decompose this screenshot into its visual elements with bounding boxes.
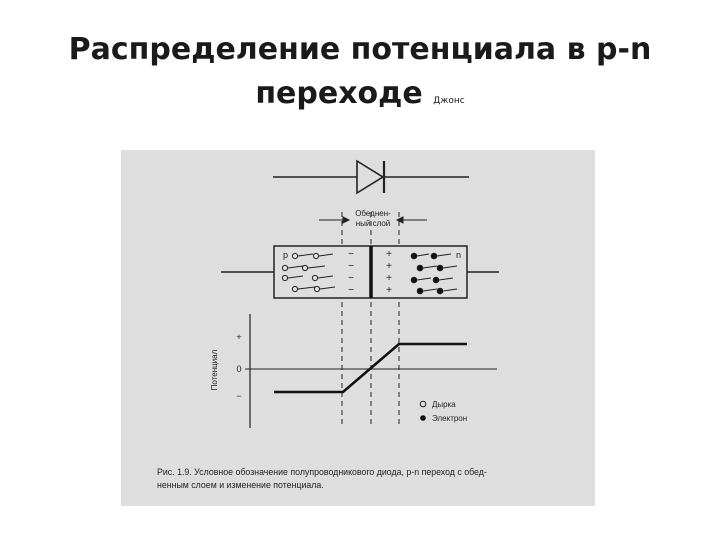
potential-curve: [274, 342, 467, 394]
title-line-2-text: переходе: [255, 76, 423, 111]
positive-charge: +: [386, 285, 392, 296]
diode-figure-svg: Обеднен- ный слой p n − − − − + +: [121, 150, 595, 506]
diode-anode-triangle: [356, 159, 385, 195]
diode-figure: Обеднен- ный слой p n − − − − + +: [121, 150, 595, 506]
figure-background: [121, 150, 595, 506]
hole-carrier: [313, 285, 336, 293]
axis-label: Потенциал: [210, 349, 219, 390]
depletion-label-line2: ный слой: [356, 219, 391, 228]
legend-hole-label: Дырка: [432, 400, 456, 409]
caption-line1: Рис. 1.9. Условное обозначение полупрово…: [157, 467, 487, 477]
holes: [281, 252, 336, 293]
diode-symbol: [273, 159, 469, 195]
hole-carrier: [291, 285, 316, 293]
axis-minus: −: [236, 391, 241, 401]
caption-line2: ненным слоем и изменение потенциала.: [157, 480, 324, 490]
negative-charge: −: [348, 285, 354, 296]
electron-carrier: [432, 276, 454, 284]
legend-electron-label: Электрон: [432, 414, 467, 423]
n-region-label: n: [456, 250, 461, 260]
electron-carrier: [416, 287, 438, 295]
title-note: Джонс: [433, 96, 465, 106]
positive-charge: +: [386, 261, 392, 272]
electron-carrier: [436, 287, 458, 295]
positive-charge: +: [386, 249, 392, 260]
negative-charge: −: [348, 261, 354, 272]
title-line-1: Распределение потенциала в p-n: [68, 32, 652, 67]
hole-carrier: [281, 264, 304, 272]
electron-carrier: [416, 264, 438, 272]
axis-plus: +: [236, 332, 241, 342]
electron-carrier: [410, 252, 430, 260]
slide-title: Распределение потенциала в p-n переходе …: [0, 28, 720, 123]
fixed-charges: − − − − + + + +: [348, 249, 392, 296]
depletion-label-line1: Обеднен-: [355, 209, 391, 218]
electron-carrier: [410, 276, 432, 284]
negative-charge: −: [348, 249, 354, 260]
hole-carrier: [301, 264, 326, 272]
hole-legend-icon: [419, 400, 427, 408]
positive-charge: +: [386, 273, 392, 284]
hole-carrier: [312, 252, 334, 260]
axis-zero: 0: [236, 364, 241, 374]
hole-carrier: [281, 274, 304, 282]
electron-legend-icon: [420, 415, 426, 421]
depletion-width-arrows: [319, 216, 427, 224]
electron-carrier: [430, 252, 452, 260]
p-region-label: p: [283, 250, 288, 260]
hole-carrier: [291, 252, 314, 260]
electrons: [410, 252, 458, 295]
electron-carrier: [436, 264, 458, 272]
hole-carrier: [311, 274, 334, 282]
title-line-2: переходе Джонс: [0, 72, 720, 123]
negative-charge: −: [348, 273, 354, 284]
